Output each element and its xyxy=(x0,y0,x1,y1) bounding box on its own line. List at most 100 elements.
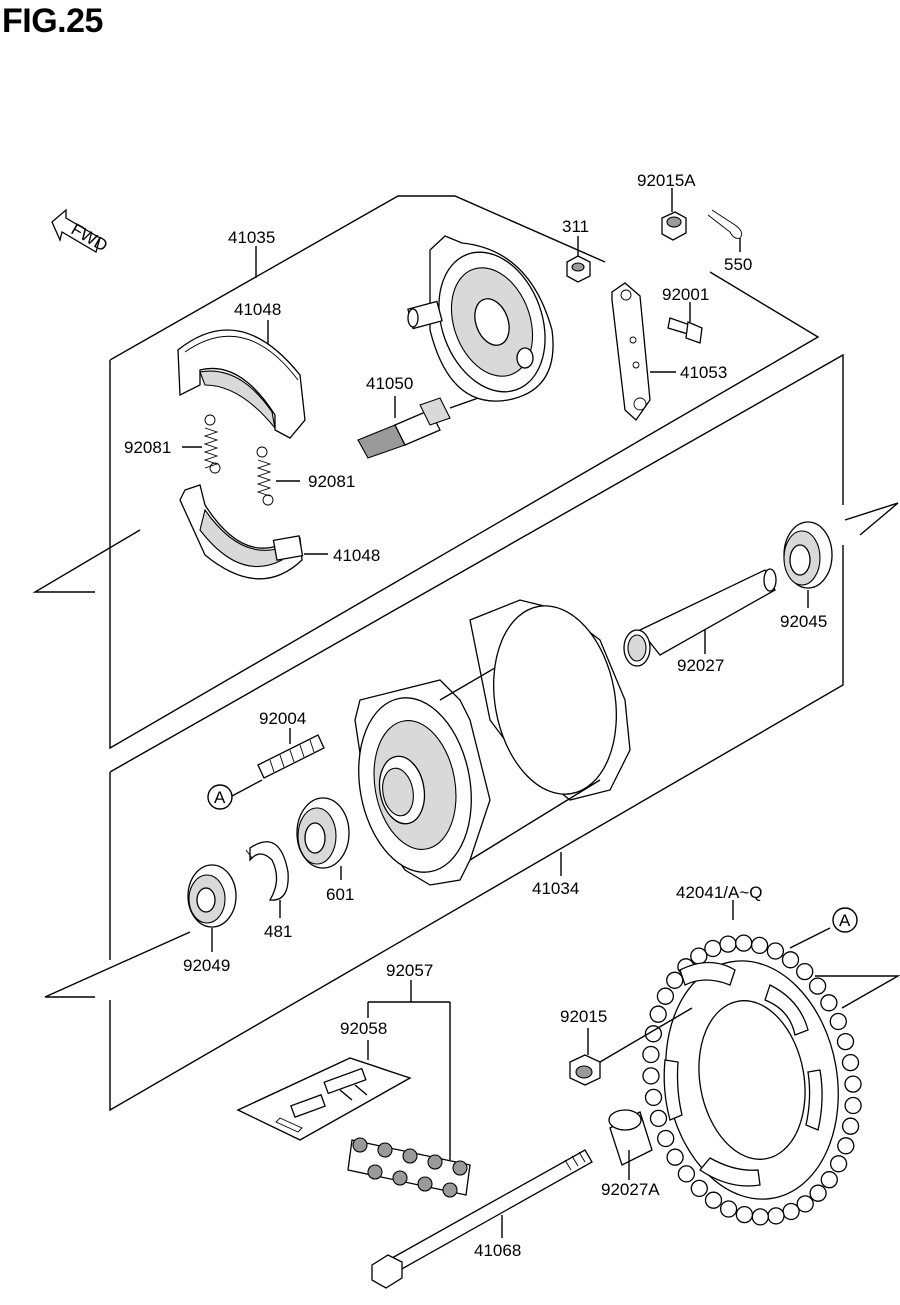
sprocket-tooth xyxy=(649,1005,667,1023)
reference-a-circle-left xyxy=(207,784,233,810)
callout-92015a: 92015A xyxy=(637,171,696,190)
sprocket-tooth xyxy=(666,1148,684,1166)
callout-a-left: A xyxy=(214,788,226,807)
return-spring-left xyxy=(203,414,221,474)
fwd-label: FWD xyxy=(68,220,111,256)
sprocket-tooth xyxy=(644,1088,663,1107)
sprocket-tooth xyxy=(642,1045,660,1064)
sprocket-tooth xyxy=(642,1067,660,1085)
sprocket-tooth xyxy=(677,1165,696,1183)
nut-311 xyxy=(566,255,591,283)
brake-shoe-lower xyxy=(179,484,304,580)
callout-601: 601 xyxy=(326,885,354,904)
sprocket-tooth xyxy=(704,939,722,958)
cotter-pin xyxy=(707,209,743,239)
drive-chain xyxy=(347,1137,471,1198)
callout-92027: 92027 xyxy=(677,656,724,675)
sprocket-tooth xyxy=(841,1117,860,1135)
callout-41050: 41050 xyxy=(366,374,413,393)
callout-41053: 41053 xyxy=(680,363,727,382)
reference-a-circle-right xyxy=(832,907,858,933)
callout-92001: 92001 xyxy=(662,285,709,304)
sprocket-tooth xyxy=(735,934,753,952)
sprocket-tooth xyxy=(836,1032,855,1051)
callout-92049: 92049 xyxy=(183,956,230,975)
callout-481: 481 xyxy=(264,922,292,941)
callout-550: 550 xyxy=(724,255,752,274)
wheel-hub xyxy=(354,599,631,886)
sprocket-tooth xyxy=(837,1137,855,1155)
figure-title: FIG.25 xyxy=(2,2,103,40)
callout-92081-right: 92081 xyxy=(308,472,355,491)
sprocket-tooth xyxy=(656,987,675,1005)
return-spring-right xyxy=(256,446,274,506)
sprocket-tooth xyxy=(704,1191,723,1209)
sprocket-tooth xyxy=(841,1053,860,1072)
stud-92004 xyxy=(257,734,325,779)
sprocket-tooth xyxy=(690,947,708,965)
callout-42041: 42041/A~Q xyxy=(676,883,763,902)
callout-92057: 92057 xyxy=(386,961,433,980)
nut-92015a xyxy=(661,211,687,241)
callout-41034: 41034 xyxy=(532,879,579,898)
sprocket-tooth xyxy=(782,1202,800,1221)
sprocket-tooth xyxy=(820,994,838,1012)
master-link-kit xyxy=(236,1057,412,1141)
sprocket-tooth xyxy=(820,1171,838,1189)
sprocket-tooth xyxy=(657,1129,675,1148)
callout-41048-upper: 41048 xyxy=(234,300,281,319)
sprocket-tooth xyxy=(844,1075,862,1093)
callout-41035: 41035 xyxy=(228,228,275,247)
collar-92027 xyxy=(623,568,777,667)
sprocket-tooth xyxy=(829,1012,847,1031)
callout-92058: 92058 xyxy=(340,1019,387,1038)
callout-92027a: 92027A xyxy=(601,1180,660,1199)
break-mark-left-lower xyxy=(44,931,191,998)
oil-seal-92049 xyxy=(187,864,237,928)
sprocket-tooth xyxy=(719,1200,738,1218)
brake-lever xyxy=(611,282,651,421)
sprocket-tooth xyxy=(809,1184,827,1202)
sprocket-tooth xyxy=(690,1179,708,1198)
hub-enclosure xyxy=(109,353,844,1112)
nut-92015 xyxy=(569,1054,601,1086)
callout-92004: 92004 xyxy=(259,709,306,728)
collar-92027a xyxy=(608,1109,653,1166)
sprocket-tooth xyxy=(767,1207,785,1225)
sprocket-tooth xyxy=(796,1195,814,1213)
sprocket-tooth xyxy=(644,1025,663,1043)
bolt-92001 xyxy=(667,317,703,344)
callout-92081-left: 92081 xyxy=(124,438,171,457)
leader-lines xyxy=(182,188,831,1238)
sprocket-tooth xyxy=(829,1155,848,1173)
sprocket-tooth xyxy=(719,935,737,953)
rear-axle xyxy=(371,1149,593,1289)
break-mark-left-upper xyxy=(32,529,141,593)
sprocket-tooth xyxy=(750,936,769,955)
sprocket-tooth xyxy=(666,971,684,989)
break-mark-right xyxy=(844,502,899,536)
bearing-92045 xyxy=(783,521,833,589)
callout-92015: 92015 xyxy=(560,1007,607,1026)
brake-cam xyxy=(357,384,516,459)
sprocket-tooth xyxy=(796,962,814,981)
callout-92045: 92045 xyxy=(780,612,827,631)
sprocket-tooth xyxy=(844,1096,862,1115)
sprocket-tooth xyxy=(766,942,785,960)
fwd-arrow-icon: FWD xyxy=(51,208,111,256)
sprocket-tooth xyxy=(751,1208,769,1226)
circlip-481 xyxy=(245,841,289,901)
rear-sprocket xyxy=(642,934,862,1226)
callout-311: 311 xyxy=(562,217,589,236)
callout-a-right: A xyxy=(839,911,851,930)
callout-41068: 41068 xyxy=(474,1241,521,1260)
break-mark-sprocket xyxy=(815,975,900,1009)
brake-panel-enclosure xyxy=(109,195,820,750)
brake-shoe-upper xyxy=(177,329,306,439)
sprocket-tooth xyxy=(735,1205,754,1224)
bearing-601 xyxy=(296,797,350,869)
callout-41048-lower: 41048 xyxy=(333,546,380,565)
sprocket-tooth xyxy=(808,977,827,995)
sprocket-tooth xyxy=(649,1109,668,1128)
